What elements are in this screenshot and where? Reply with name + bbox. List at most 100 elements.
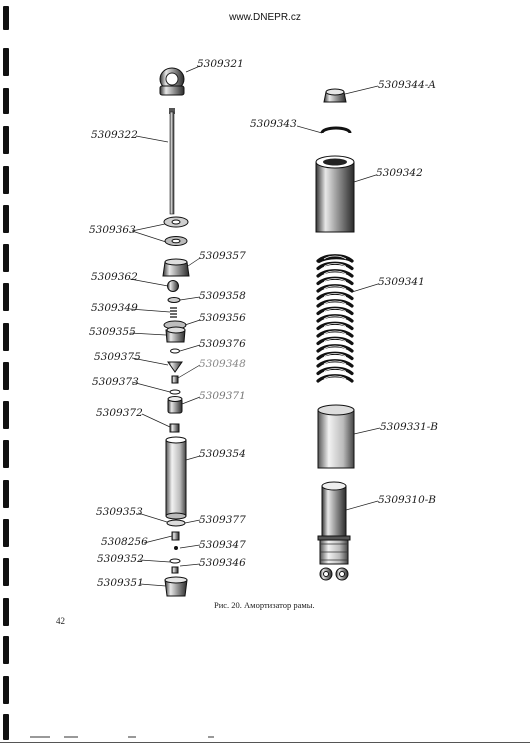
part-pin: [171, 375, 179, 384]
part-label-5309356: 5309356: [199, 312, 246, 324]
part-label-5309346: 5309346: [199, 557, 246, 569]
binder-mark: [3, 480, 9, 508]
part-label-5309353: 5309353: [96, 506, 143, 518]
part-upper-casing: [315, 155, 355, 233]
part-label-5309376: 5309376: [199, 338, 246, 350]
binder-mark: [3, 598, 9, 626]
part-small-ring: [170, 348, 180, 354]
part-label-5309343: 5309343: [250, 118, 297, 130]
part-label-5309357: 5309357: [199, 250, 246, 262]
spring-coil-highlight: [323, 345, 347, 350]
spring-coil: [316, 284, 354, 293]
part-label-5309372: 5309372: [96, 407, 143, 419]
part-nut: [167, 396, 183, 414]
part-bottom-nut: [164, 576, 188, 597]
spring-coil: [316, 351, 354, 361]
spring-coil-highlight: [323, 338, 347, 342]
spring-coil-highlight: [323, 323, 347, 327]
binder-mark: [3, 205, 9, 233]
spring-coil: [316, 344, 354, 353]
binder-mark: [3, 440, 9, 468]
spring-coil-highlight: [323, 360, 347, 365]
binder-mark: [3, 48, 9, 76]
spring-coil-highlight: [323, 353, 347, 357]
spring-coil-highlight: [323, 278, 347, 282]
spring-coil-highlight: [323, 375, 347, 380]
part-cone: [167, 361, 183, 373]
part-label-5309310-b: 5309310-B: [378, 494, 437, 506]
part-label-5309341: 5309341: [378, 276, 425, 288]
spring-coil-highlight: [323, 300, 347, 305]
binder-mark: [3, 126, 9, 154]
spring-coil-highlight: [323, 368, 347, 372]
part-label-5309375: 5309375: [94, 351, 141, 363]
part-working-cylinder: [165, 436, 187, 520]
part-top-nut: [323, 88, 347, 103]
spring-coil: [316, 269, 354, 278]
part-lower-casing: [317, 404, 355, 469]
part-label-5309371: 5309371: [199, 390, 246, 402]
part-label-5309322: 5309322: [91, 129, 138, 141]
binder-mark: [3, 636, 9, 664]
site-header: www.DNEPR.cz: [229, 12, 301, 23]
spring-coil: [316, 359, 354, 368]
part-label-5309321: 5309321: [197, 58, 244, 70]
spring-coil: [316, 329, 354, 338]
part-ball-small: [174, 546, 178, 550]
part-label-5309349: 5309349: [91, 302, 138, 314]
spring-coil-highlight: [323, 293, 347, 297]
part-label-5309331-b: 5309331-B: [380, 421, 439, 433]
binder-mark: [3, 362, 9, 390]
binder-mark: [3, 283, 9, 311]
spring-coil-highlight: [323, 285, 347, 290]
part-label-5309347: 5309347: [199, 539, 246, 551]
part-eye-mount: [159, 67, 185, 96]
part-label-5309342: 5309342: [376, 167, 423, 179]
part-small-spring: [170, 307, 177, 318]
figure-caption: Рис. 20. Амортизатор рамы.: [214, 600, 315, 610]
left-leader-lines: [129, 65, 201, 587]
spring-coil-highlight: [323, 270, 347, 275]
binder-mark: [3, 676, 9, 704]
part-label-5309355: 5309355: [89, 326, 136, 338]
spring-coil: [316, 254, 354, 263]
binder-mark: [3, 323, 9, 351]
binder-mark: [3, 244, 9, 272]
part-label-5309362: 5309362: [91, 271, 138, 283]
spring-coil-highlight: [323, 263, 347, 267]
part-bushing: [162, 258, 190, 277]
spring-coil-highlight: [323, 255, 347, 260]
part-label-5309348: 5309348: [199, 358, 246, 370]
part-rod: [169, 108, 175, 215]
binder-mark: [3, 519, 9, 547]
binder-mark: [3, 88, 9, 114]
spring-coil: [316, 374, 354, 383]
part-washers: [163, 216, 189, 246]
part-housing: [317, 481, 351, 581]
spring-coil: [316, 314, 354, 323]
part-sleeve: [169, 423, 180, 433]
part-bottom-ring: [169, 558, 181, 564]
spring-coil: [316, 299, 354, 308]
part-label-5309352: 5309352: [97, 553, 144, 565]
part-label-5309351: 5309351: [97, 577, 144, 589]
spring-coil: [316, 276, 354, 286]
spring-coil-highlight: [323, 330, 347, 335]
part-split-ring: [320, 126, 352, 134]
page-bottom-rule: [0, 742, 530, 743]
part-label-5309358: 5309358: [199, 290, 246, 302]
binder-mark: [3, 558, 9, 586]
binder-mark: [3, 401, 9, 429]
page-number: 42: [56, 616, 65, 626]
part-bottom-spring: [171, 566, 179, 574]
binder-mark: [3, 6, 9, 30]
right-leader-lines: [296, 85, 381, 511]
binder-mark: [3, 166, 9, 194]
spring-coil: [316, 336, 354, 346]
part-label-5309373: 5309373: [92, 376, 139, 388]
part-label-5309377: 5309377: [199, 514, 246, 526]
part-label-5309363: 5309363: [89, 224, 136, 236]
spring-coil: [316, 366, 354, 376]
